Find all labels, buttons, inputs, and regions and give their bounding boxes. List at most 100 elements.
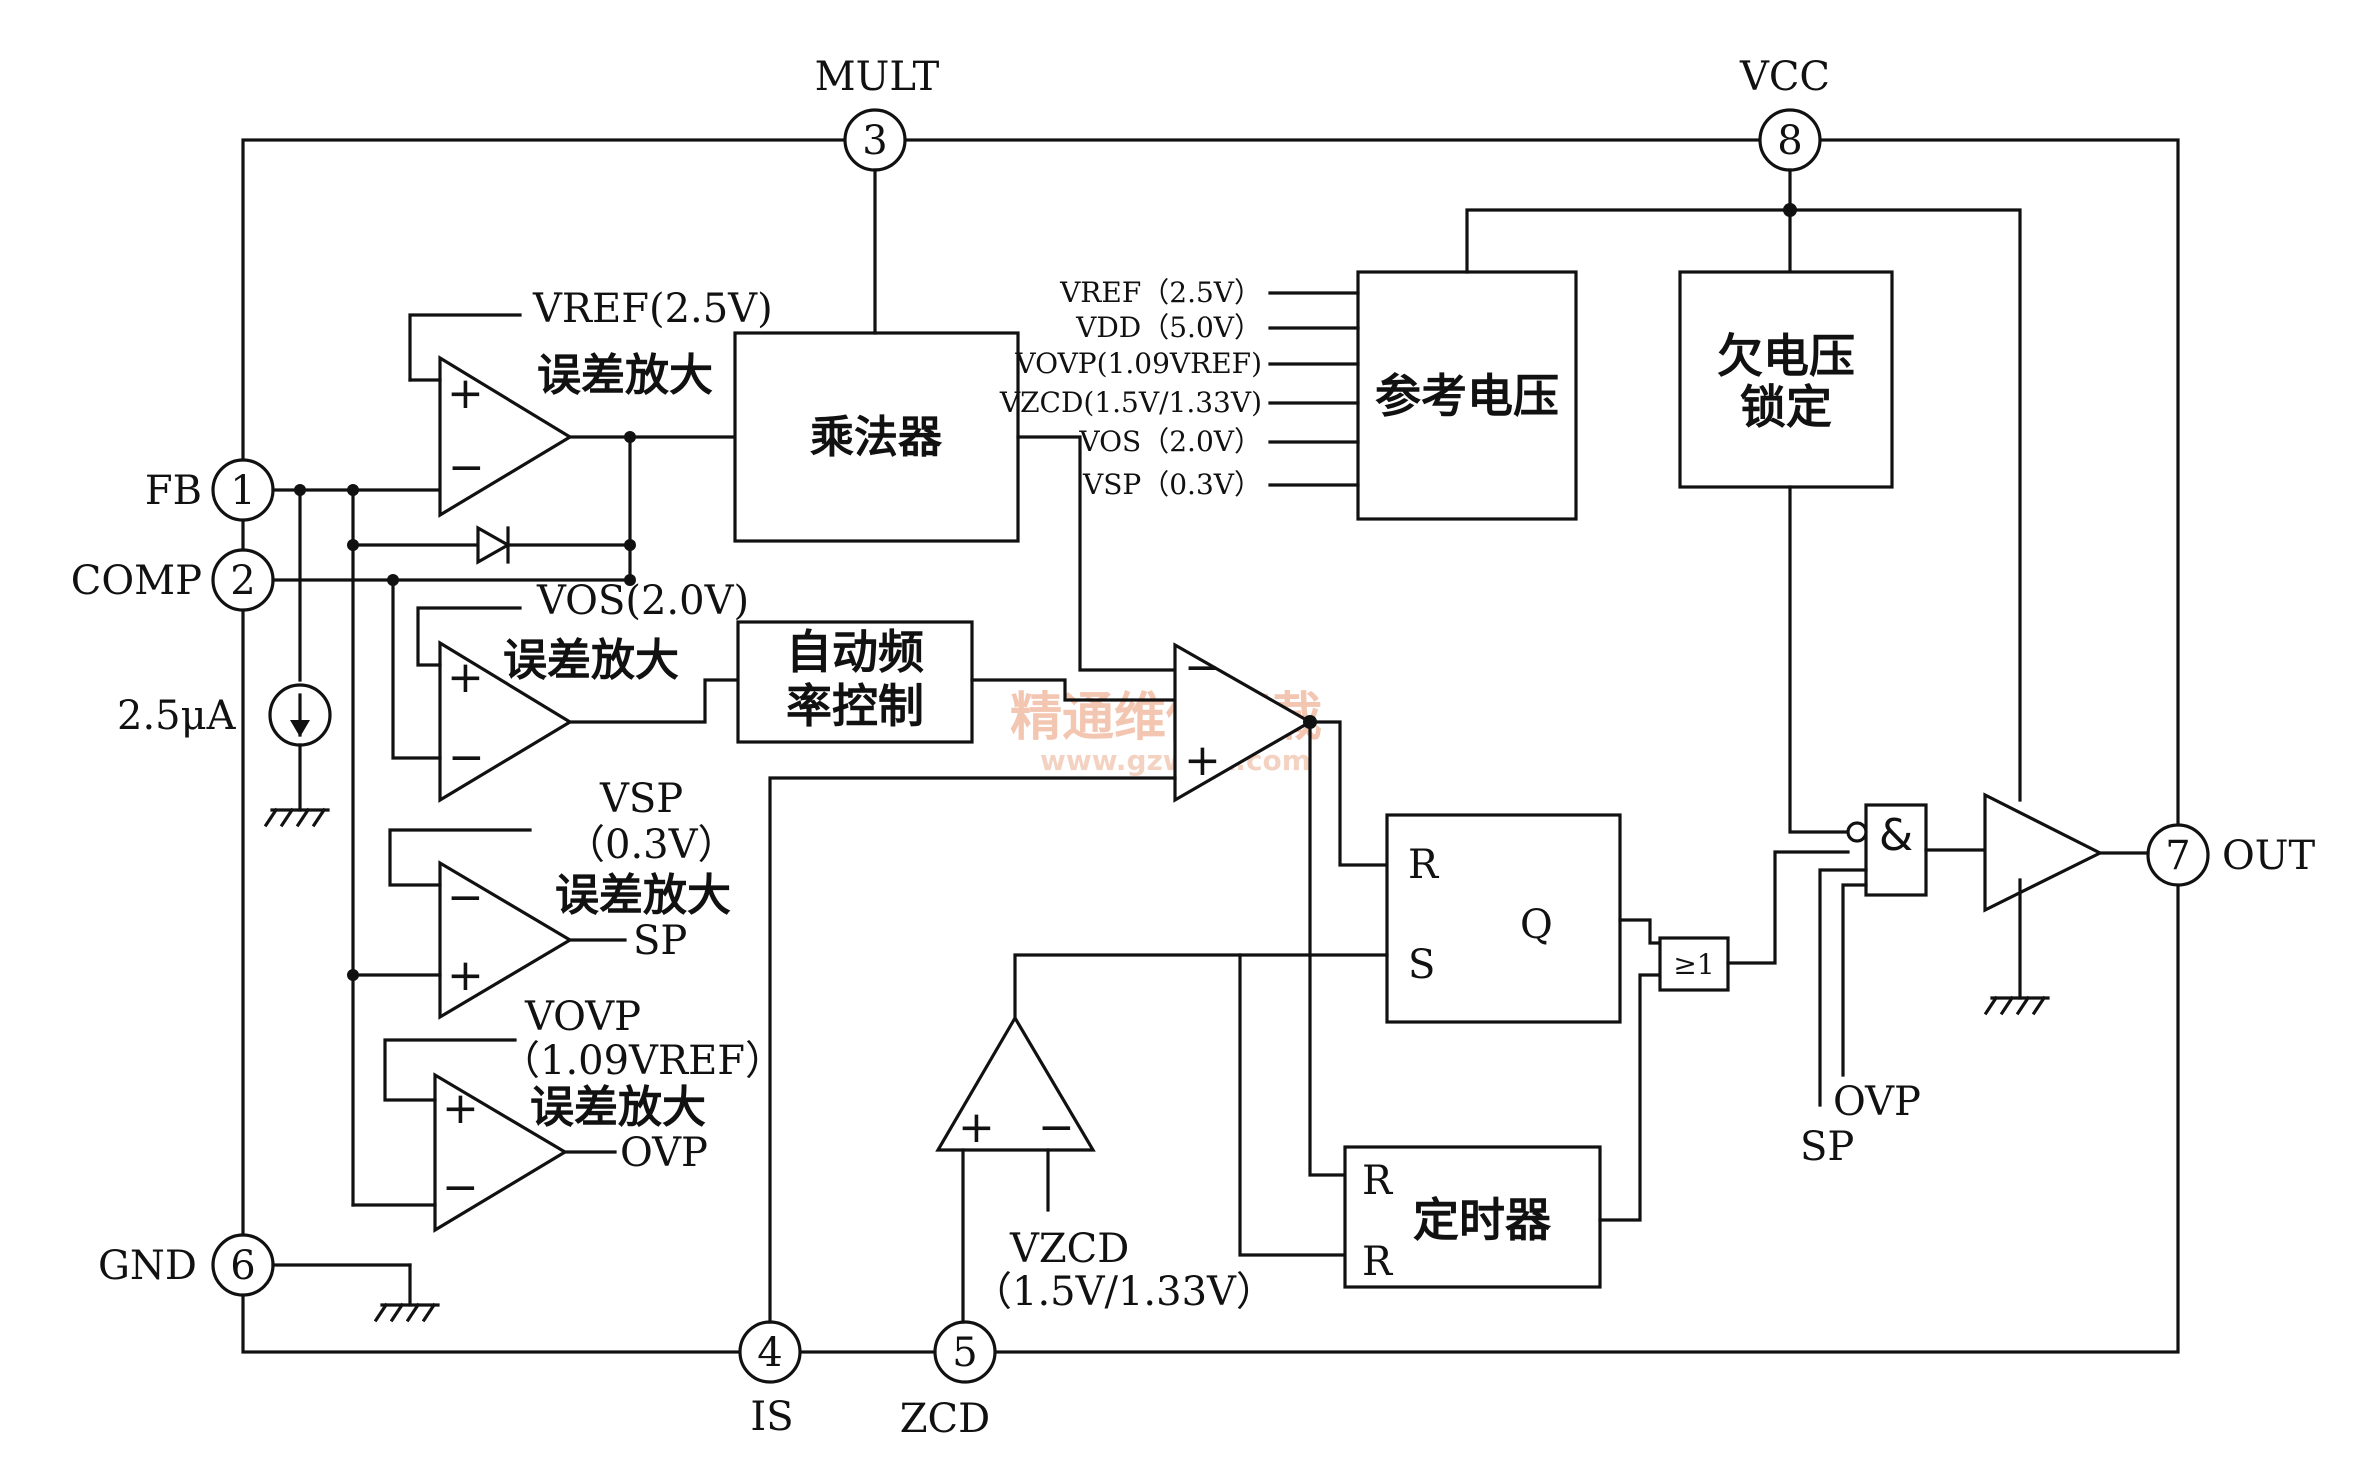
- uvlo-label-2: 锁定: [1740, 380, 1832, 434]
- reference-label: 参考电压: [1375, 369, 1559, 423]
- q-output-wire: [1618, 918, 1662, 945]
- output-driver: [1983, 792, 2104, 913]
- or-output-wire: [1726, 850, 1850, 965]
- flipflop-q: Q: [1520, 902, 1553, 948]
- pin-label-zcd: ZCD: [900, 1396, 990, 1442]
- ground-hatch: [421, 1302, 437, 1323]
- ovp-input-wire: [1841, 883, 1868, 1077]
- zcd-output-wire: [1013, 953, 1389, 1020]
- amp-triangle: [438, 860, 574, 1020]
- uvlo-label-1: 欠电压: [1717, 329, 1855, 383]
- amp-freq-title: 误差放大: [503, 635, 679, 686]
- minus-sign: −: [442, 1162, 479, 1213]
- amp-sp-ref-2: （0.3V）: [565, 822, 738, 868]
- ground-hatch: [389, 1302, 405, 1323]
- pin-fb: 1 FB: [145, 458, 275, 522]
- amp-ref-wire: [416, 606, 522, 667]
- and-input-ovp: OVP: [1833, 1079, 1921, 1125]
- pin-out: 7 OUT: [2146, 823, 2316, 887]
- pin-label-is: IS: [750, 1394, 793, 1440]
- pin-number: 5: [952, 1330, 977, 1376]
- pin-comp: 2 COMP: [71, 548, 275, 612]
- ref-output-label: VDD（5.0V）: [1075, 311, 1262, 344]
- and-gate: &: [1846, 803, 1928, 897]
- ground-hatch: [311, 807, 327, 828]
- amp-comp-input-wire: [391, 578, 442, 760]
- amp-triangle: [433, 1072, 569, 1233]
- and-input-sp: SP: [1800, 1124, 1854, 1170]
- timer-r1: R: [1362, 1158, 1394, 1204]
- uvlo-block: 欠电压 锁定: [1678, 270, 1894, 489]
- amp-ovp-title: 误差放大: [530, 1082, 706, 1133]
- amp-sp-output: SP: [633, 918, 687, 964]
- amp-ref-wire: [408, 313, 522, 382]
- minus-sign: −: [1184, 642, 1221, 693]
- ref-output-label: VSP（0.3V）: [1082, 468, 1262, 501]
- amp-triangle: [438, 640, 574, 803]
- plus-sign: +: [958, 1102, 995, 1153]
- chip-outline: [241, 138, 2180, 1354]
- is-wire: [768, 776, 1177, 1324]
- sp-input-wire: [1818, 868, 1868, 1107]
- amp-sp-title: 误差放大: [555, 870, 731, 921]
- amp-ovp-ref-2: （1.09VREF）: [500, 1038, 785, 1084]
- ground-hatch: [2031, 995, 2047, 1016]
- pin-number: 8: [1777, 118, 1802, 164]
- comparator-to-r-wire: [1308, 720, 1389, 867]
- multiplier-label: 乘法器: [810, 412, 943, 463]
- amp-main-ref: VREF(2.5V): [532, 286, 773, 332]
- zcd-to-timer-wire: [1238, 953, 1347, 1257]
- amp-ovp-ref-1: VOVP: [524, 994, 641, 1040]
- amp-ref-wire: [388, 828, 532, 887]
- timer-r2: R: [1362, 1239, 1394, 1285]
- diode-symbol: [476, 525, 512, 565]
- vcc-distribution-wire: [1465, 208, 2022, 802]
- current-source-label: 2.5μA: [117, 693, 237, 739]
- pin-label-out: OUT: [2222, 833, 2316, 879]
- multiplier-output-wire: [1016, 435, 1177, 672]
- auto-freq-label-2: 率控制: [786, 679, 924, 733]
- amp-freq-ref: VOS(2.0V): [536, 578, 749, 624]
- amp-output-wire: [568, 678, 740, 724]
- auto-freq-output-wire: [970, 678, 1177, 702]
- pin-mult: 3 MULT: [815, 54, 940, 172]
- pin-number: 3: [862, 118, 887, 164]
- rs-flipflop: R S Q: [1385, 813, 1622, 1024]
- zcd-ref-label-1: VZCD: [1009, 1226, 1129, 1272]
- multiplier-block: 乘法器: [733, 331, 1020, 543]
- ground-hatch: [2015, 995, 2031, 1016]
- amp-triangle: [438, 355, 574, 518]
- timer-block: R R 定时器: [1343, 1145, 1602, 1289]
- pin-label-gnd: GND: [98, 1243, 197, 1289]
- plus-sign: +: [1184, 735, 1221, 786]
- ref-output-label: VZCD(1.5V/1.33V): [999, 386, 1262, 419]
- frequency-error-amplifier: + − VOS(2.0V) 误差放大: [391, 578, 749, 803]
- reference-block: 参考电压: [1356, 270, 1578, 521]
- or-gate: ≥1: [1658, 936, 1730, 992]
- ground-hatch: [1999, 995, 2015, 1016]
- pin-label-fb: FB: [145, 468, 202, 514]
- pin-label-vcc: VCC: [1739, 54, 1830, 100]
- ground-hatch: [373, 1302, 389, 1323]
- plus-sign: +: [447, 950, 484, 1001]
- main-error-amplifier: + − VREF(2.5V) 误差放大: [408, 286, 773, 518]
- auto-frequency-block: 自动频 率控制: [736, 620, 974, 744]
- and-gate-symbol: &: [1879, 810, 1913, 861]
- amp-ovp-output: OVP: [620, 1130, 708, 1176]
- ovp-error-amplifier: + − VOVP （1.09VREF） 误差放大 OVP: [351, 994, 785, 1233]
- timer-label: 定时器: [1413, 1193, 1552, 1247]
- plus-sign: +: [442, 1083, 479, 1134]
- pwm-comparator: − +: [1173, 642, 1314, 803]
- plus-sign: +: [447, 652, 484, 703]
- amp-main-title: 误差放大: [537, 350, 713, 401]
- pin-gnd: 6 GND: [98, 1233, 275, 1297]
- sp-error-amplifier: − + VSP （0.3V） 误差放大 SP: [351, 776, 738, 1020]
- pin-number: 4: [757, 1330, 782, 1376]
- pin-number: 6: [230, 1243, 255, 1289]
- ref-output-label: VOS（2.0V）: [1078, 425, 1262, 458]
- ground-hatch: [295, 807, 311, 828]
- amp-sp-ref-1: VSP: [599, 776, 683, 822]
- pin-number: 1: [230, 468, 255, 514]
- minus-sign: −: [447, 872, 484, 923]
- pin-zcd: 5 ZCD: [900, 1320, 997, 1442]
